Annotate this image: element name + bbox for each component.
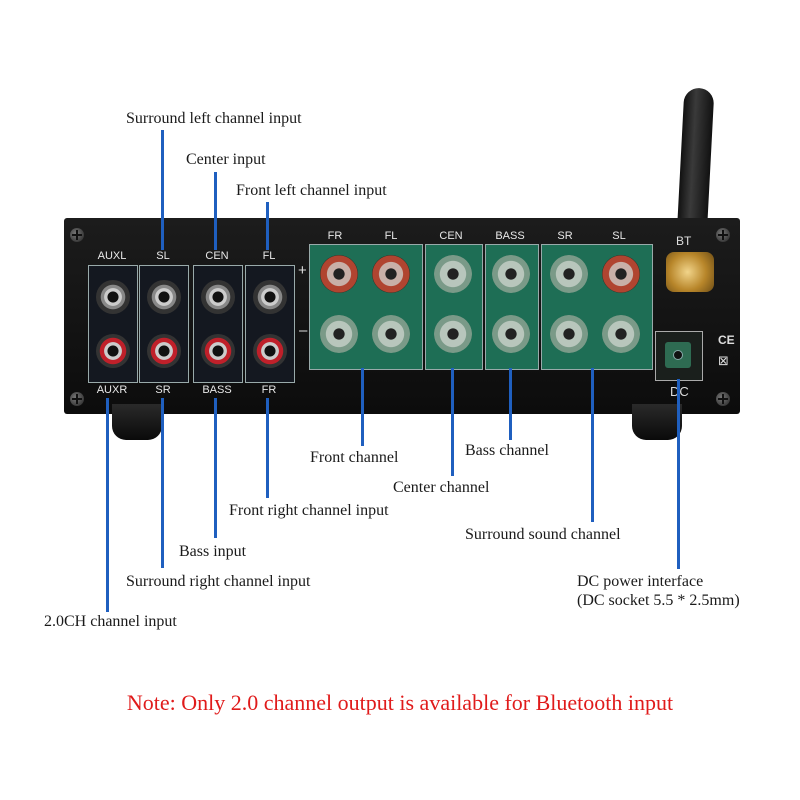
label-spk-fl: FL xyxy=(384,230,398,242)
leader-2ch xyxy=(106,398,109,612)
leader-dc xyxy=(677,379,680,569)
callout-front-channel: Front channel xyxy=(310,449,399,466)
label-bass: BASS xyxy=(202,384,232,396)
callout-surround-sound-channel: Surround sound channel xyxy=(465,526,621,543)
callout-dc-socket-spec: (DC socket 5.5 * 2.5mm) xyxy=(577,592,740,609)
rca-jack-red xyxy=(253,334,287,368)
leader-center-channel xyxy=(451,368,454,476)
rca-jack-red xyxy=(96,334,130,368)
binding-post-black xyxy=(372,315,410,353)
rca-input-sl-sr xyxy=(139,265,189,383)
antenna-connector xyxy=(666,252,714,292)
rca-jack-white xyxy=(147,280,181,314)
binding-post-black xyxy=(434,255,472,293)
label-auxl: AUXL xyxy=(97,250,127,262)
callout-center-channel: Center channel xyxy=(393,479,490,496)
center-terminal-block xyxy=(425,244,483,370)
callout-surround-right-input: Surround right channel input xyxy=(126,573,311,590)
leader-center-input xyxy=(214,172,217,250)
binding-post-black xyxy=(434,315,472,353)
label-fl: FL xyxy=(262,250,276,262)
label-spk-sr: SR xyxy=(557,230,573,242)
callout-2ch-input: 2.0CH channel input xyxy=(44,613,177,630)
binding-post-red xyxy=(372,255,410,293)
rca-input-auxl-auxr xyxy=(88,265,138,383)
screw-icon xyxy=(716,228,730,242)
rca-input-cen-bass xyxy=(193,265,243,383)
bluetooth-note: Note: Only 2.0 channel output is availab… xyxy=(126,690,674,715)
label-sl: SL xyxy=(156,250,170,262)
rca-jack-red xyxy=(147,334,181,368)
binding-post-black xyxy=(550,315,588,353)
leader-front-right xyxy=(266,398,269,498)
callout-dc-power-interface: DC power interface xyxy=(577,573,704,590)
screw-icon xyxy=(716,392,730,406)
dc-jack-icon xyxy=(665,342,691,368)
minus-sign: – xyxy=(299,322,308,339)
left-foot xyxy=(112,404,162,440)
label-spk-sl: SL xyxy=(612,230,626,242)
binding-post-red xyxy=(602,255,640,293)
front-terminal-block xyxy=(309,244,423,370)
screw-icon xyxy=(70,228,84,242)
binding-post-black xyxy=(492,255,530,293)
screw-icon xyxy=(70,392,84,406)
callout-bass-channel: Bass channel xyxy=(465,442,549,459)
binding-post-black xyxy=(492,315,530,353)
label-spk-cen: CEN xyxy=(439,230,463,242)
leader-surround-right xyxy=(161,398,164,568)
rca-jack-red xyxy=(201,334,235,368)
rca-jack-white xyxy=(96,280,130,314)
rca-jack-white xyxy=(253,280,287,314)
callout-front-left-input: Front left channel input xyxy=(236,182,387,199)
surround-terminal-block xyxy=(541,244,653,370)
binding-post-black xyxy=(550,255,588,293)
leader-surround-channel xyxy=(591,368,594,522)
callout-surround-left-input: Surround left channel input xyxy=(126,110,302,127)
rca-input-fl-fr xyxy=(245,265,295,383)
label-fr: FR xyxy=(261,384,277,396)
label-auxr: AUXR xyxy=(96,384,128,396)
rca-jack-white xyxy=(201,280,235,314)
dc-power-socket xyxy=(655,331,703,381)
label-cen: CEN xyxy=(205,250,229,262)
callout-bass-input: Bass input xyxy=(179,543,247,560)
leader-bass-channel xyxy=(509,368,512,440)
leader-front-left xyxy=(266,202,269,250)
leader-surround-left xyxy=(161,130,164,250)
leader-bass-input xyxy=(214,398,217,538)
label-sr: SR xyxy=(155,384,171,396)
binding-post-black xyxy=(602,315,640,353)
ce-mark-icon: CE xyxy=(718,333,735,347)
binding-post-red xyxy=(320,255,358,293)
callout-front-right-input: Front right channel input xyxy=(229,502,389,519)
leader-front-channel xyxy=(361,368,364,446)
callout-center-input: Center input xyxy=(186,151,266,168)
label-bt: BT xyxy=(676,234,692,248)
label-spk-fr: FR xyxy=(327,230,343,242)
right-foot xyxy=(632,404,682,440)
weee-bin-icon: ⊠ xyxy=(718,353,729,368)
binding-post-black xyxy=(320,315,358,353)
plus-sign: + xyxy=(298,262,307,279)
bass-terminal-block xyxy=(485,244,539,370)
label-spk-bass: BASS xyxy=(495,230,525,242)
